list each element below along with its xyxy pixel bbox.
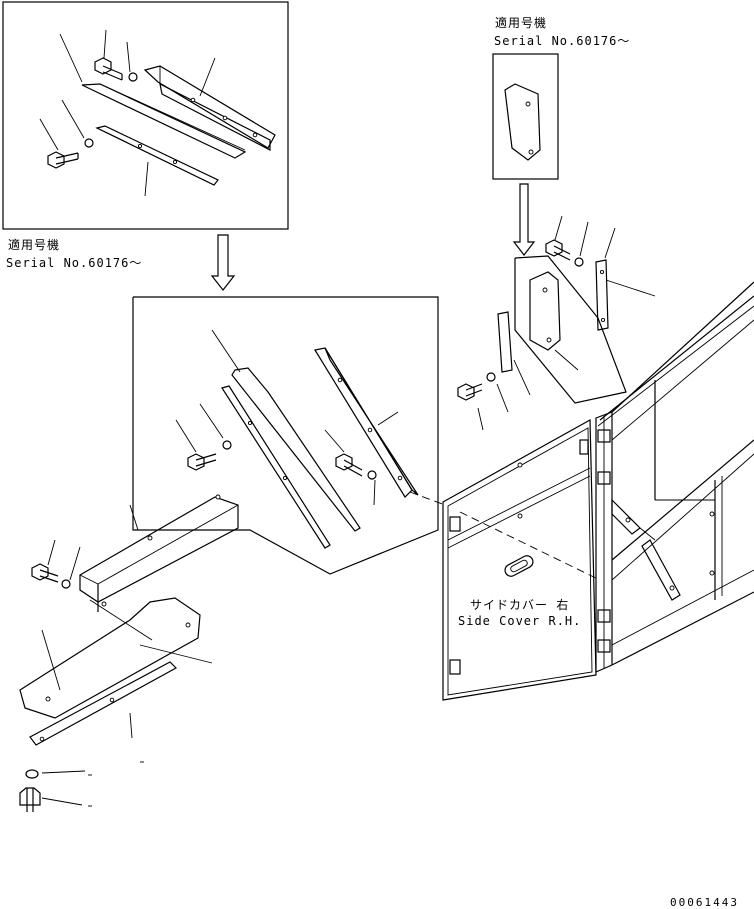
washer-icon bbox=[367, 470, 377, 480]
top-right-applicable-label: 適用号機 bbox=[495, 16, 548, 30]
inset-box-top-left bbox=[2, 1, 289, 230]
inset-box-middle bbox=[132, 296, 446, 575]
washer-icon bbox=[84, 138, 94, 148]
upper-right-parts bbox=[457, 215, 656, 431]
inset-box-top-right bbox=[492, 53, 559, 180]
arrow-down-icon bbox=[210, 234, 236, 291]
bolt-icon bbox=[31, 563, 59, 583]
machine-frame bbox=[597, 281, 754, 666]
bolt-icon bbox=[187, 453, 217, 471]
bolt-icon bbox=[47, 151, 79, 169]
side-cover-label-en: Side Cover R.H. bbox=[458, 614, 582, 628]
washer-icon bbox=[61, 579, 71, 589]
bolt-icon bbox=[545, 239, 571, 261]
washer-icon bbox=[222, 440, 232, 450]
drawing-number: 00061443 bbox=[670, 896, 739, 909]
bolt-icon bbox=[457, 383, 483, 401]
top-left-serial-label: Serial No.60176～ bbox=[6, 256, 143, 270]
bolt-icon bbox=[19, 787, 41, 812]
washer-icon bbox=[128, 72, 138, 82]
bolt-icon bbox=[335, 453, 363, 477]
washer-icon bbox=[574, 257, 584, 267]
side-cover-label-jp: サイドカバー 右 bbox=[470, 598, 570, 612]
handle-icon bbox=[504, 555, 534, 577]
top-right-serial-label: Serial No.60176～ bbox=[494, 34, 631, 48]
washer-icon bbox=[486, 372, 496, 382]
top-left-applicable-label: 適用号機 bbox=[8, 238, 61, 252]
arrow-down-icon bbox=[512, 183, 536, 256]
bolt-icon bbox=[94, 57, 123, 81]
lower-left-parts bbox=[19, 494, 239, 812]
washer-icon bbox=[25, 769, 39, 779]
side-cover-door bbox=[442, 411, 613, 701]
